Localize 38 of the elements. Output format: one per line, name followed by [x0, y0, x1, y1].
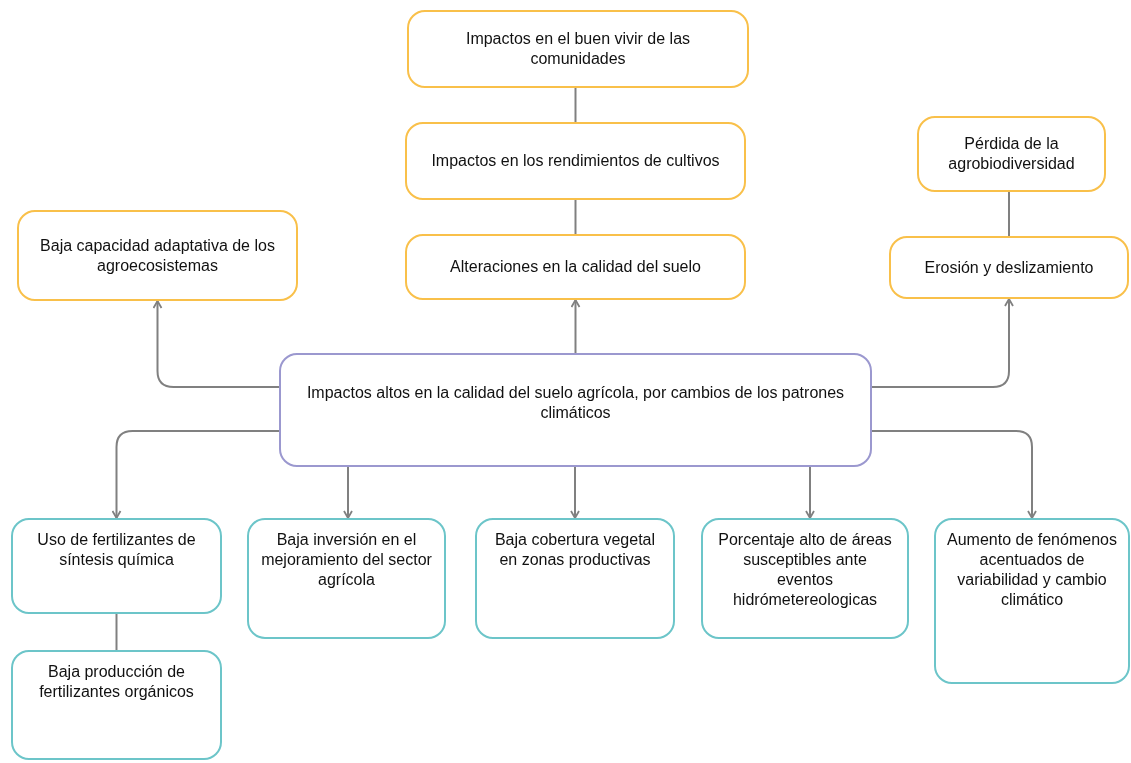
rounded-box	[917, 116, 1106, 192]
box-label: Porcentaje alto de áreas susceptibles ante eventos hidrómetereologicas	[717, 530, 893, 610]
rounded-box	[279, 353, 872, 467]
box-label: Erosión y deslizamiento	[924, 257, 1094, 278]
arrow	[871, 430, 1037, 519]
connector-line	[1008, 191, 1010, 237]
rounded-box	[11, 518, 222, 614]
arrow	[871, 298, 1014, 388]
rounded-box	[407, 10, 749, 88]
box-label: Baja capacidad adaptativa de los agroecosistemas	[39, 235, 276, 276]
rounded-box	[934, 518, 1130, 684]
rounded-box	[475, 518, 675, 639]
box-label: Alteraciones en la calidad del suelo	[450, 257, 701, 277]
box-label: Uso de fertilizantes de síntesis química	[36, 530, 197, 570]
box-label: Impactos en los rendimientos de cultivos	[431, 151, 720, 171]
rounded-box	[247, 518, 446, 639]
arrow	[805, 466, 815, 519]
rounded-box	[405, 122, 746, 200]
arrow	[570, 299, 581, 354]
rounded-box	[701, 518, 909, 639]
arrow	[570, 466, 580, 519]
rounded-box	[11, 650, 222, 760]
box-label: Impactos altos en la calidad del suelo agrícola, por cambios de los patrones climáticos	[305, 383, 846, 423]
connector-line	[574, 87, 577, 123]
arrow	[343, 466, 353, 519]
box-label: Impactos en el buen vivir de las comunidades	[464, 29, 692, 69]
box-label: Baja cobertura vegetal en zonas productivas	[493, 530, 657, 570]
box-label: Baja inversión en el mejoramiento del sector agrícola	[260, 530, 433, 590]
box-label: Pérdida de la agrobiodiversidad	[947, 134, 1076, 174]
connector-line	[574, 199, 577, 235]
box-label: Baja producción de fertilizantes orgánicos	[38, 662, 195, 702]
connector-line	[115, 613, 118, 651]
rounded-box	[17, 210, 298, 301]
arrow	[111, 430, 280, 519]
rounded-box	[889, 236, 1129, 299]
rounded-box	[405, 234, 746, 300]
arrow	[152, 300, 280, 388]
box-label: Aumento de fenómenos acentuados de variabilidad y cambio climático	[946, 530, 1118, 610]
